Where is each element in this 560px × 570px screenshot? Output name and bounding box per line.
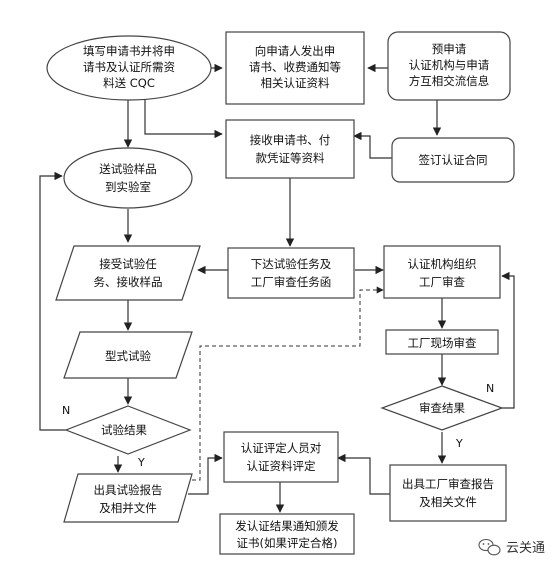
notify-certificate-line2: 证书(如果评定合格) <box>237 536 338 550</box>
issue-test-report-line2: 及相并文件 <box>99 501 157 515</box>
arrow-fill-to-receive <box>144 98 223 139</box>
arrow-testresult-no-loop <box>39 171 66 431</box>
issue-application-line3: 相关认证资料 <box>261 76 330 90</box>
node-factory-onsite-review: 工厂现场审查 <box>385 329 499 355</box>
fill-application-line1: 填写申请书并将申 <box>83 44 175 58</box>
test-result-line1: 试验结果 <box>101 423 147 437</box>
node-pre-application: 预申请 认证机构与申请 方互相交流信息 <box>387 31 511 101</box>
notify-certificate-line1: 发认证结果通知颁发 <box>235 519 339 533</box>
watermark-text: 云关通 <box>506 541 545 556</box>
review-no-label: N <box>486 382 494 395</box>
accept-task-line1: 接受试验任 <box>99 257 157 271</box>
send-samples-line2: 到实验室 <box>105 180 151 194</box>
receive-application-line1: 接收申请书、付 <box>250 133 331 147</box>
issue-factory-report-line1: 出具工厂审查报告 <box>402 477 494 491</box>
node-send-samples: 送试验样品 到实验室 <box>63 147 193 209</box>
node-evaluation: 认证评定人员对 认证资料评定 <box>223 431 339 483</box>
pre-application-line1: 预申请 <box>432 42 467 56</box>
arrow-factoryreport-to-eval <box>337 453 390 495</box>
issue-application-line1: 向申请人发出申 <box>255 44 336 58</box>
send-samples-line1: 送试验样品 <box>99 162 157 176</box>
node-issue-tasks: 下达试验任务及 工厂审查任务函 <box>227 247 355 299</box>
issue-test-report-line1: 出具试验报告 <box>94 483 163 497</box>
node-issue-factory-report: 出具工厂审查报告 及相关文件 <box>389 464 507 522</box>
test-yes-label: Y <box>137 456 145 469</box>
pre-application-line3: 方互相交流信息 <box>409 74 490 88</box>
fill-application-line2: 请书及认证所需资 <box>83 60 175 74</box>
receive-application-line2: 款凭证等资料 <box>256 151 325 165</box>
pre-application-line2: 认证机构与申请 <box>409 58 490 72</box>
factory-onsite-review-line1: 工厂现场审查 <box>408 336 477 350</box>
sign-contract-line1: 签订认证合同 <box>419 153 488 167</box>
node-type-test: 型式试验 <box>63 331 193 379</box>
node-test-result: 试验结果 <box>64 405 192 455</box>
evaluation-line2: 认证资料评定 <box>247 459 316 473</box>
review-yes-label: Y <box>455 437 463 450</box>
review-result-line1: 审查结果 <box>419 401 465 415</box>
node-notify-certificate: 发认证结果通知颁发 证书(如果评定合格) <box>219 513 355 555</box>
org-factory-review-line1: 认证机构组织 <box>408 257 477 271</box>
arrow-testreport-to-eval <box>188 453 223 495</box>
node-issue-test-report: 出具试验报告 及相并文件 <box>63 473 193 523</box>
arrow-review-no-loop <box>501 271 515 409</box>
issue-factory-report-line2: 及相关文件 <box>419 495 477 509</box>
node-org-factory-review: 认证机构组织 工厂审查 <box>383 245 501 299</box>
type-test-line1: 型式试验 <box>105 349 151 363</box>
node-sign-contract: 签订认证合同 <box>391 137 515 183</box>
issue-tasks-line1: 下达试验任务及 <box>251 257 332 271</box>
issue-tasks-line2: 工厂审查任务函 <box>251 275 332 289</box>
node-issue-application: 向申请人发出申 请书、收费通知等 相关认证资料 <box>225 31 365 105</box>
wechat-icon <box>478 538 501 556</box>
issue-application-line2: 请书、收费通知等 <box>249 60 341 74</box>
node-fill-application: 填写申请书并将申 请书及认证所需资 料送 CQC <box>46 35 212 101</box>
org-factory-review-line2: 工厂审查 <box>419 275 465 289</box>
watermark: 云关通 <box>478 538 545 556</box>
fill-application-line3: 料送 CQC <box>103 76 155 90</box>
accept-task-line2: 务、接收样品 <box>94 275 163 289</box>
test-no-label: N <box>62 404 70 417</box>
node-review-result: 审查结果 <box>380 385 504 431</box>
node-receive-application: 接收申请书、付 款凭证等资料 <box>225 119 355 179</box>
node-accept-task: 接受试验任 务、接收样品 <box>55 245 201 301</box>
evaluation-line1: 认证评定人员对 <box>241 441 322 455</box>
arrow-contract-to-receive <box>353 131 392 159</box>
